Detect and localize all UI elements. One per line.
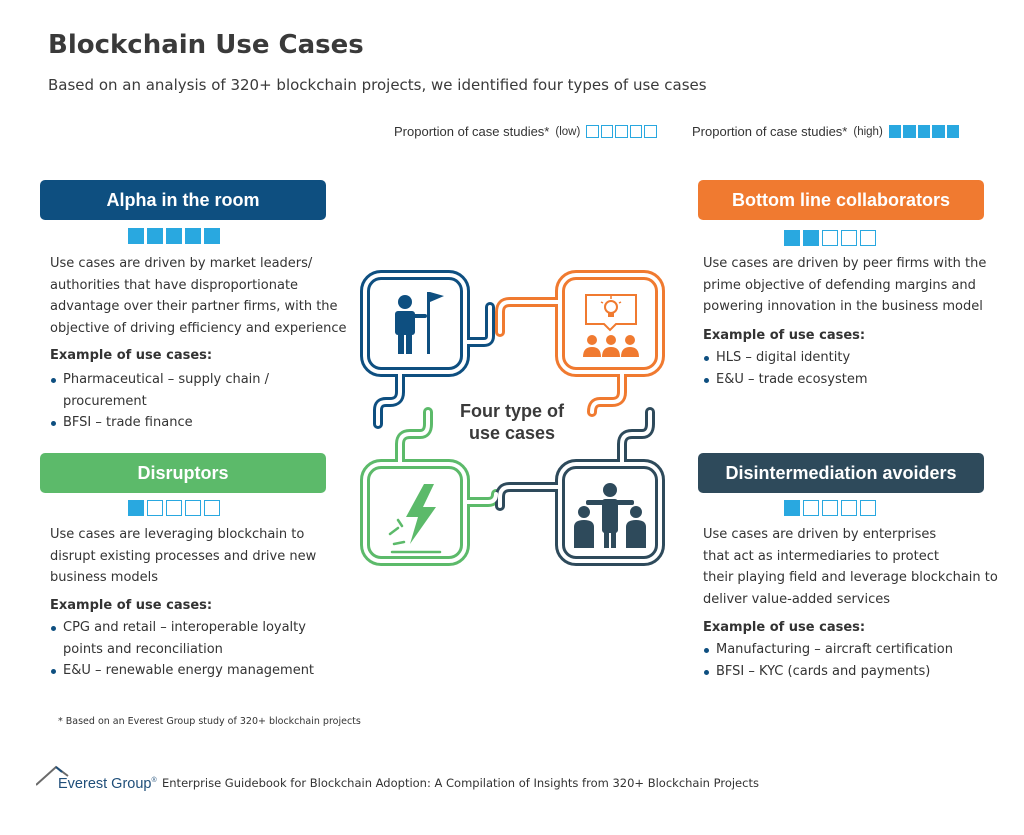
rating-square-empty <box>204 500 220 516</box>
legend-low-boxes <box>586 125 657 138</box>
desc-line: disrupt existing processes and drive new <box>50 548 317 564</box>
rating-square-empty <box>822 500 838 516</box>
desc-line: advantage over their partner firms, with… <box>50 299 338 314</box>
list-item: Manufacturing – aircraft certification <box>703 639 953 661</box>
rating-square-empty <box>166 500 182 516</box>
desc-disinter: Use cases are driven by enterprises that… <box>703 524 998 610</box>
legend-low: Proportion of case studies* (low) <box>394 124 657 139</box>
rating-bottom <box>784 230 876 246</box>
center-label-line2: use cases <box>468 423 556 443</box>
desc-bottom: Use cases are driven by peer firms with … <box>703 253 986 318</box>
rating-disinter <box>784 500 876 516</box>
desc-line: deliver value-added services <box>703 591 891 607</box>
rating-square-empty <box>615 125 628 138</box>
legend-high-suffix: (high) <box>853 125 883 138</box>
rating-square-filled <box>888 125 902 138</box>
example-heading-alpha: Example of use cases: <box>50 348 213 363</box>
card-title-alpha: Alpha in the room <box>40 180 326 220</box>
rating-square-filled <box>932 125 945 138</box>
example-heading-disruptors: Example of use cases: <box>50 598 213 613</box>
page-subtitle: Based on an analysis of 320+ blockchain … <box>48 76 707 94</box>
desc-alpha: Use cases are driven by market leaders/ … <box>50 253 346 339</box>
rating-alpha <box>128 228 220 244</box>
rating-square-filled <box>946 125 960 138</box>
card-title-disinter: Disintermediation avoiders <box>698 453 984 493</box>
rating-square-empty <box>147 500 163 516</box>
rating-square-empty <box>185 500 201 516</box>
footer: Everest Group® Enterprise Guidebook for … <box>36 764 759 794</box>
rating-square-filled <box>128 500 144 516</box>
rating-square-filled <box>185 228 201 244</box>
brand-name: Everest Group® <box>58 776 157 792</box>
desc-line: that act as intermediaries to protect <box>703 548 939 564</box>
rating-square-empty <box>841 500 857 516</box>
card-title-disruptors: Disruptors <box>40 453 326 493</box>
mountain-icon <box>36 765 69 786</box>
example-heading-bottom: Example of use cases: <box>703 328 866 343</box>
rating-square-empty <box>841 230 857 246</box>
footnote: * Based on an Everest Group study of 320… <box>58 716 361 727</box>
rating-square-empty <box>860 500 876 516</box>
center-label: Four type of use cases <box>432 400 592 444</box>
rating-square-empty <box>586 125 599 138</box>
rating-square-filled <box>803 230 819 246</box>
list-item: Pharmaceutical – supply chain /procureme… <box>50 369 269 412</box>
rating-square-empty <box>822 230 838 246</box>
desc-line: Use cases are driven by enterprises <box>703 527 937 542</box>
rating-square-empty <box>803 500 819 516</box>
legend-high-label: Proportion of case studies* <box>692 124 848 139</box>
rating-square-filled <box>147 228 163 244</box>
list-item: BFSI – trade finance <box>50 412 269 434</box>
rating-square-empty <box>860 230 876 246</box>
desc-line: business models <box>50 570 159 585</box>
legend-low-suffix: (low) <box>555 125 581 138</box>
card-title-bottom: Bottom line collaborators <box>698 180 984 220</box>
example-list-alpha: Pharmaceutical – supply chain /procureme… <box>50 369 269 434</box>
desc-line: Use cases are driven by market leaders/ <box>50 256 313 271</box>
rating-disruptors <box>128 500 220 516</box>
list-item: E&U – trade ecosystem <box>703 369 868 391</box>
rating-square-filled <box>204 228 220 244</box>
legend-high-boxes <box>888 125 960 138</box>
rating-square-filled <box>903 125 916 138</box>
leader-with-flag-icon <box>395 292 444 354</box>
list-item: BFSI – KYC (cards and payments) <box>703 661 953 683</box>
people-intermediary-icon <box>574 483 646 548</box>
rating-square-filled <box>917 125 931 138</box>
desc-line: objective of driving efficiency and expe… <box>50 320 347 336</box>
rating-square-filled <box>784 500 800 516</box>
energy-bolt-icon <box>388 484 442 554</box>
legend-low-label: Proportion of case studies* <box>394 124 550 139</box>
center-label-line1: Four type of <box>460 401 564 421</box>
rating-square-empty <box>629 125 643 138</box>
desc-line: powering innovation in the business mode… <box>703 299 983 314</box>
desc-line: Use cases are leveraging blockchain to <box>50 527 305 542</box>
desc-line: their playing field and leverage blockch… <box>703 570 998 585</box>
legend-high: Proportion of case studies* (high) <box>692 124 960 139</box>
presentation-idea-icon <box>583 294 639 357</box>
rating-square-empty <box>644 125 657 138</box>
everest-logo: Everest Group® <box>36 764 157 794</box>
desc-line: Use cases are driven by peer firms with … <box>703 256 987 271</box>
example-heading-disinter: Example of use cases: <box>703 620 866 635</box>
example-list-disinter: Manufacturing – aircraft certification B… <box>703 639 953 682</box>
list-item: HLS – digital identity <box>703 347 868 369</box>
rating-square-filled <box>166 228 182 244</box>
footer-text: Enterprise Guidebook for Blockchain Adop… <box>162 776 759 790</box>
desc-disruptors: Use cases are leveraging blockchain to d… <box>50 524 316 589</box>
page-title: Blockchain Use Cases <box>48 30 364 60</box>
center-diagram <box>360 270 665 566</box>
desc-line: prime objective of defending margins and <box>703 277 976 293</box>
rating-square-empty <box>600 125 614 138</box>
rating-square-filled <box>128 228 144 244</box>
list-item: E&U – renewable energy management <box>50 660 314 682</box>
desc-line: authorities that have disproportionate <box>50 277 299 293</box>
example-list-bottom: HLS – digital identity E&U – trade ecosy… <box>703 347 868 390</box>
rating-square-filled <box>784 230 800 246</box>
